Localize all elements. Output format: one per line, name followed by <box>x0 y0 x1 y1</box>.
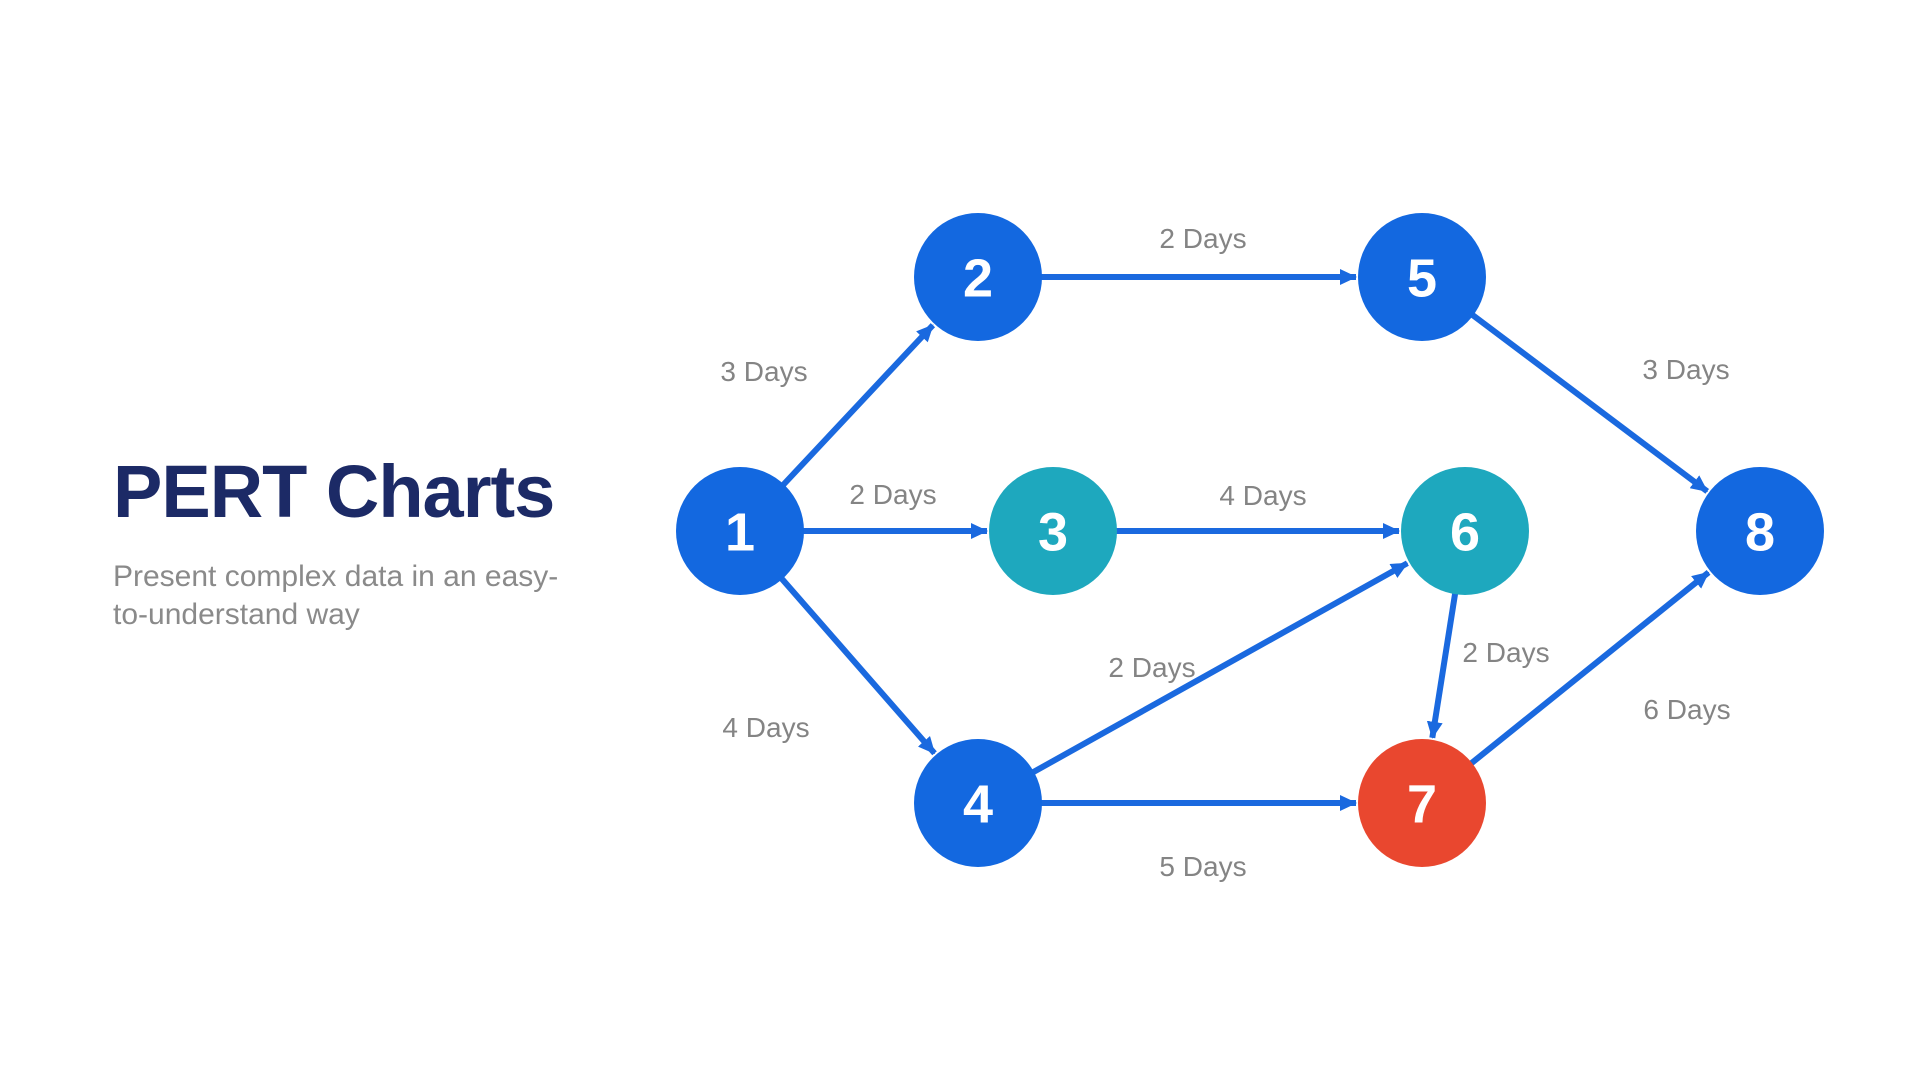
edge-label-1-4: 4 Days <box>722 712 809 743</box>
edge-7-8 <box>1468 570 1711 767</box>
edge-1-4 <box>778 575 937 756</box>
node-8 <box>1696 467 1824 595</box>
edge-label-4-7: 5 Days <box>1159 851 1246 882</box>
subtitle-line-2: to-understand way <box>113 598 360 631</box>
node-2 <box>914 213 1042 341</box>
subtitle-line-1: Present complex data in an easy- <box>113 560 559 593</box>
edge-label-3-6: 4 Days <box>1219 480 1306 511</box>
intro-text-block: PERT Charts Present complex data in an e… <box>113 452 653 634</box>
edge-label-7-8: 6 Days <box>1643 694 1730 725</box>
edge-label-1-2: 3 Days <box>720 356 807 387</box>
node-1 <box>676 467 804 595</box>
node-label-7: 7 <box>1407 774 1437 834</box>
node-7 <box>1358 739 1486 867</box>
node-3 <box>989 467 1117 595</box>
node-4 <box>914 739 1042 867</box>
node-label-6: 6 <box>1450 502 1480 562</box>
edge-label-4-6: 2 Days <box>1108 652 1195 683</box>
edge-label-6-7: 2 Days <box>1462 637 1549 668</box>
edge-label-5-8: 3 Days <box>1642 354 1729 385</box>
node-label-8: 8 <box>1745 502 1775 562</box>
page-title: PERT Charts <box>113 450 555 533</box>
node-label-2: 2 <box>963 248 993 308</box>
node-6 <box>1401 467 1529 595</box>
page-subtitle: Present complex data in an easy- to-unde… <box>113 558 653 634</box>
node-5 <box>1358 213 1486 341</box>
node-label-5: 5 <box>1407 248 1437 308</box>
node-label-3: 3 <box>1038 502 1068 562</box>
edge-4-6 <box>1030 560 1409 776</box>
edge-6-7 <box>1426 591 1459 739</box>
node-label-1: 1 <box>725 502 755 562</box>
edge-1-2 <box>780 323 936 488</box>
edge-label-2-5: 2 Days <box>1159 223 1246 254</box>
edge-label-1-3: 2 Days <box>849 479 936 510</box>
edge-5-8 <box>1469 311 1710 494</box>
node-label-4: 4 <box>963 774 993 834</box>
